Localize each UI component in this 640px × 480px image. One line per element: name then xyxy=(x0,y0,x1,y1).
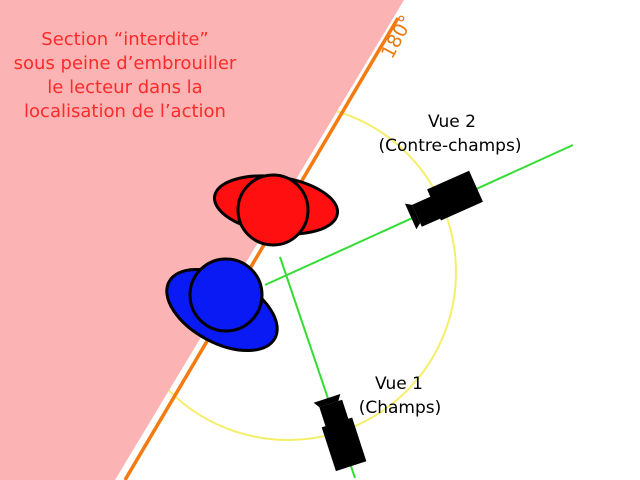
warning-line: Section “interdite” xyxy=(41,29,208,50)
camera-vue2-icon xyxy=(404,170,483,230)
warning-text: Section “interdite” sous peine d’embroui… xyxy=(14,29,237,122)
character-blue xyxy=(165,257,279,353)
warning-line: localisation de l’action xyxy=(24,101,226,122)
vue1-title: Vue 1 xyxy=(375,374,423,394)
camera-vue1-icon xyxy=(313,394,367,472)
vue2-subtitle: (Contre-champs) xyxy=(379,136,522,156)
character-red xyxy=(212,173,340,247)
warning-line: le lecteur dans la xyxy=(47,77,202,98)
axis-180-line xyxy=(123,17,400,480)
warning-line: sous peine d’embrouiller xyxy=(14,53,237,74)
vue2-title: Vue 2 xyxy=(428,112,476,132)
vue1-subtitle: (Champs) xyxy=(359,398,442,418)
forbidden-zone xyxy=(0,0,404,480)
